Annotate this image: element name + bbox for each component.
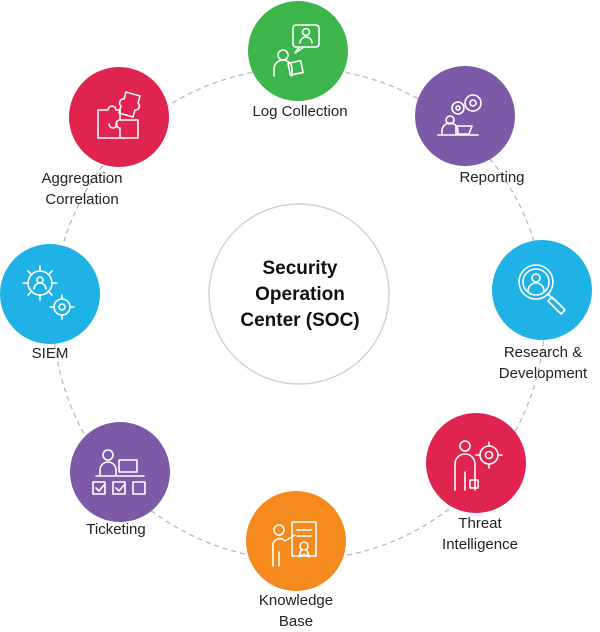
label-threat-intelligence: Threat Intelligence bbox=[442, 515, 518, 553]
person-desk-checkboxes-icon bbox=[92, 449, 146, 495]
person-gear-icon bbox=[454, 440, 503, 491]
person-with-speech-bubble-icon bbox=[273, 24, 320, 77]
person-laptop-gears-icon bbox=[437, 94, 482, 136]
gears-person-icon bbox=[22, 265, 75, 320]
node-aggregation-correlation bbox=[69, 67, 169, 167]
node-circle bbox=[69, 67, 169, 167]
center-circle bbox=[208, 203, 390, 385]
node-ticketing bbox=[70, 422, 170, 522]
presenter-certificate-icon bbox=[272, 521, 317, 567]
puzzle-pieces-icon bbox=[97, 91, 141, 139]
label-aggregation-correlation: Aggregation Correlation bbox=[41, 170, 123, 208]
node-circle bbox=[246, 491, 346, 591]
label-log-collection: Log Collection bbox=[252, 103, 348, 120]
center-title-line: Security bbox=[262, 258, 338, 279]
magnifier-person-icon bbox=[518, 264, 566, 315]
node-circle bbox=[426, 413, 526, 513]
center-title: Security Operation Center (SOC) bbox=[210, 256, 390, 334]
label-siem: SIEM bbox=[31, 345, 69, 362]
label-reporting: Reporting bbox=[459, 169, 525, 186]
label-knowledge-base: Knowledge Base bbox=[258, 592, 334, 630]
node-circle bbox=[415, 66, 515, 166]
center-title-line: Operation bbox=[255, 284, 345, 305]
node-siem bbox=[0, 244, 100, 344]
node-circle bbox=[492, 240, 592, 340]
label-research-development: Research & Development bbox=[498, 344, 588, 382]
node-threat-intelligence bbox=[426, 413, 526, 513]
node-research-development bbox=[492, 240, 592, 340]
node-knowledge-base bbox=[246, 491, 346, 591]
node-reporting bbox=[415, 66, 515, 166]
center-title-line: Center (SOC) bbox=[240, 310, 360, 331]
node-log-collection bbox=[248, 1, 348, 101]
label-ticketing: Ticketing bbox=[86, 521, 146, 538]
